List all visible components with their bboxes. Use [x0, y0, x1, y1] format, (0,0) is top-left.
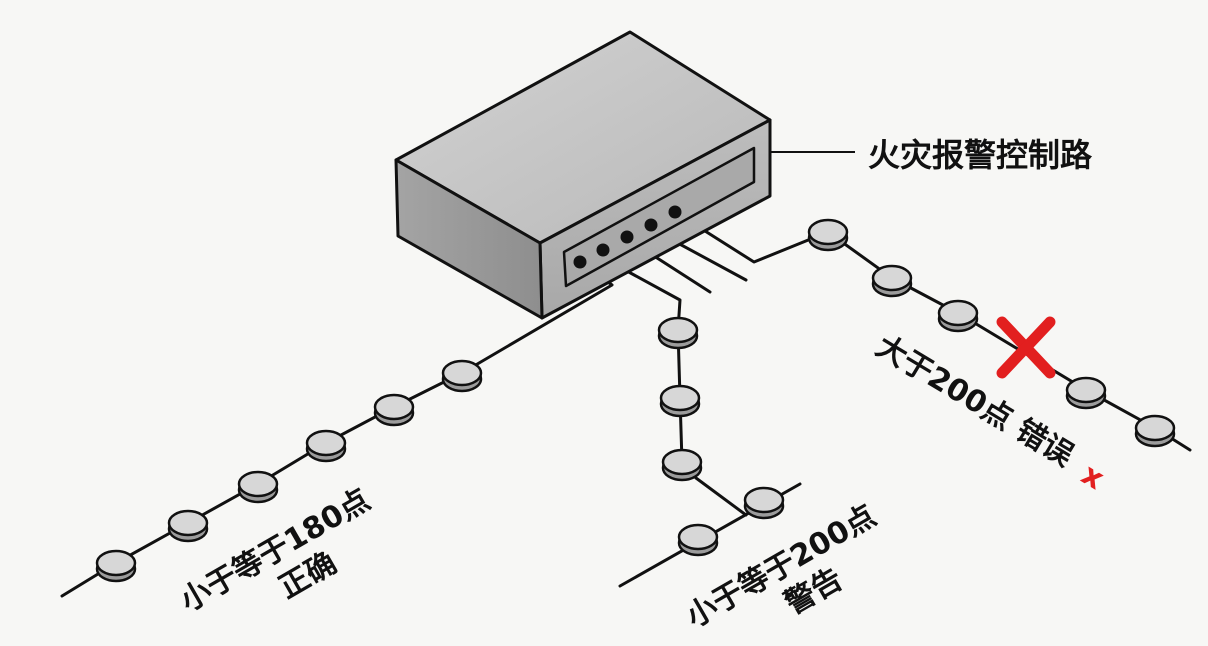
- controller-label: 火灾报警控制路: [868, 136, 1093, 174]
- controller-ports: [573, 205, 682, 269]
- detector-node-middle-7: [657, 316, 699, 350]
- detector-node-right-12: [807, 218, 849, 252]
- middle-branch-label-line1: 小于等于200点: [681, 498, 883, 635]
- detector-node-left-6: [95, 549, 137, 583]
- detector-nodes: [95, 218, 1176, 583]
- wire-right-branch: [673, 210, 1192, 452]
- port-1: [573, 255, 587, 269]
- detector-node-middle-8: [659, 384, 701, 418]
- port-3: [620, 230, 634, 244]
- right-branch-label: 大于200点 错误: [870, 329, 1080, 474]
- detector-node-left-1: [441, 359, 483, 393]
- detector-node-right-16: [1134, 414, 1176, 448]
- port-5: [668, 205, 682, 219]
- detector-node-left-5: [167, 509, 209, 543]
- left-branch-label-line1: 小于等于180点: [175, 482, 377, 619]
- detector-node-middle-11: [677, 523, 719, 557]
- controller-side-face: [394, 158, 544, 320]
- detector-node-left-2: [373, 393, 415, 427]
- controller-panel: [562, 146, 756, 288]
- detector-node-left-3: [305, 429, 347, 463]
- port-4: [644, 218, 658, 232]
- port-2: [596, 243, 610, 257]
- detector-node-middle-10: [743, 486, 785, 520]
- detector-node-right-14: [937, 299, 979, 333]
- detector-node-right-13: [871, 264, 913, 298]
- right-branch-error-x: x: [1075, 457, 1110, 497]
- detector-node-right-15: [1065, 376, 1107, 410]
- fire-alarm-controller-box: [394, 30, 772, 320]
- error-cross-mark: [996, 316, 1056, 379]
- detector-node-left-4: [237, 470, 279, 504]
- detector-node-middle-9: [661, 448, 703, 482]
